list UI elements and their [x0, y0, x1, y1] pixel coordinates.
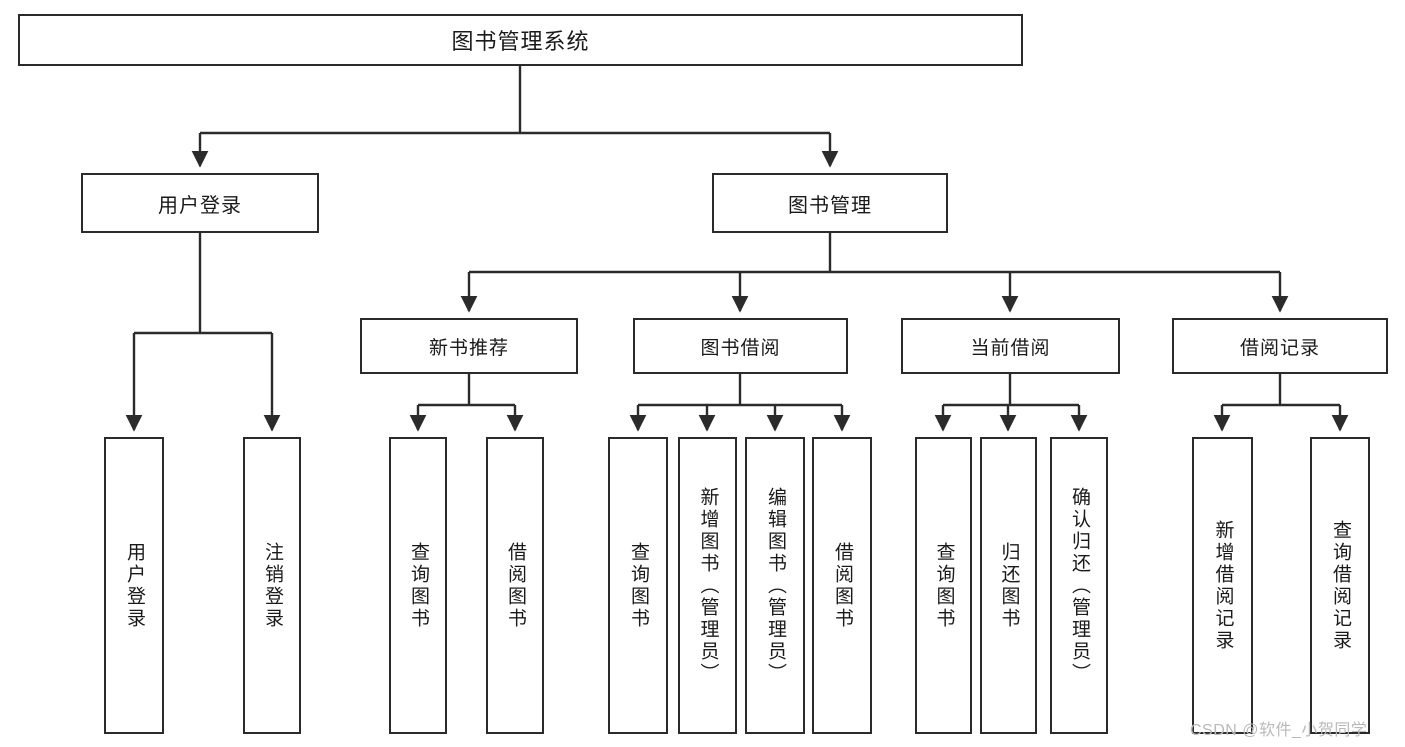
- leaf-add-book-admin-label: 新增图书（管理员）: [697, 486, 719, 685]
- leaf-confirm-return-admin-label: 确认归还（管理员）: [1068, 486, 1090, 685]
- leaf-add-borrow-record[interactable]: 新增借阅记录: [1192, 437, 1253, 734]
- node-new-book-recommend-label: 新书推荐: [428, 337, 509, 359]
- node-current-borrow[interactable]: 当前借阅: [901, 318, 1120, 374]
- node-book-management[interactable]: 图书管理: [712, 173, 948, 233]
- leaf-query-borrow-record-label: 查询借阅记录: [1329, 519, 1351, 652]
- leaf-add-book-admin[interactable]: 新增图书（管理员）: [678, 437, 737, 734]
- node-book-borrow[interactable]: 图书借阅: [633, 318, 848, 374]
- leaf-borrow-book-recommend[interactable]: 借阅图书: [486, 437, 544, 734]
- leaf-query-book-recommend-label: 查询图书: [407, 541, 429, 630]
- node-new-book-recommend[interactable]: 新书推荐: [360, 318, 578, 374]
- leaf-lend-book[interactable]: 借阅图书: [812, 437, 872, 734]
- node-borrow-records-label: 借阅记录: [1239, 337, 1320, 359]
- leaf-query-book-recommend[interactable]: 查询图书: [389, 437, 447, 734]
- leaf-edit-book-admin-label: 编辑图书（管理员）: [764, 486, 786, 685]
- node-user-login[interactable]: 用户登录: [81, 173, 319, 233]
- leaf-user-login-label: 用户登录: [123, 541, 145, 630]
- node-root-label: 图书管理系统: [451, 29, 590, 54]
- node-current-borrow-label: 当前借阅: [970, 337, 1051, 359]
- node-root[interactable]: 图书管理系统: [18, 14, 1023, 66]
- leaf-query-book-current-label: 查询图书: [933, 541, 955, 630]
- node-borrow-records[interactable]: 借阅记录: [1172, 318, 1388, 374]
- node-book-management-label: 图书管理: [788, 194, 872, 217]
- leaf-logout-label: 注销登录: [261, 541, 283, 630]
- leaf-query-book-borrow-label: 查询图书: [627, 541, 649, 630]
- leaf-query-book-current[interactable]: 查询图书: [915, 437, 972, 734]
- node-user-login-label: 用户登录: [158, 194, 242, 217]
- leaf-user-login[interactable]: 用户登录: [104, 437, 164, 734]
- leaf-return-book[interactable]: 归还图书: [980, 437, 1037, 734]
- node-book-borrow-label: 图书借阅: [700, 337, 781, 359]
- leaf-confirm-return-admin[interactable]: 确认归还（管理员）: [1050, 437, 1108, 734]
- leaf-edit-book-admin[interactable]: 编辑图书（管理员）: [745, 437, 805, 734]
- leaf-query-borrow-record[interactable]: 查询借阅记录: [1310, 437, 1370, 734]
- watermark: CSDN @软件_小贺同学: [1190, 722, 1368, 739]
- leaf-lend-book-label: 借阅图书: [831, 541, 853, 630]
- leaf-borrow-book-recommend-label: 借阅图书: [504, 541, 526, 630]
- leaf-query-book-borrow[interactable]: 查询图书: [608, 437, 668, 734]
- leaf-add-borrow-record-label: 新增借阅记录: [1212, 519, 1234, 652]
- leaf-logout[interactable]: 注销登录: [243, 437, 301, 734]
- leaf-return-book-label: 归还图书: [998, 541, 1020, 630]
